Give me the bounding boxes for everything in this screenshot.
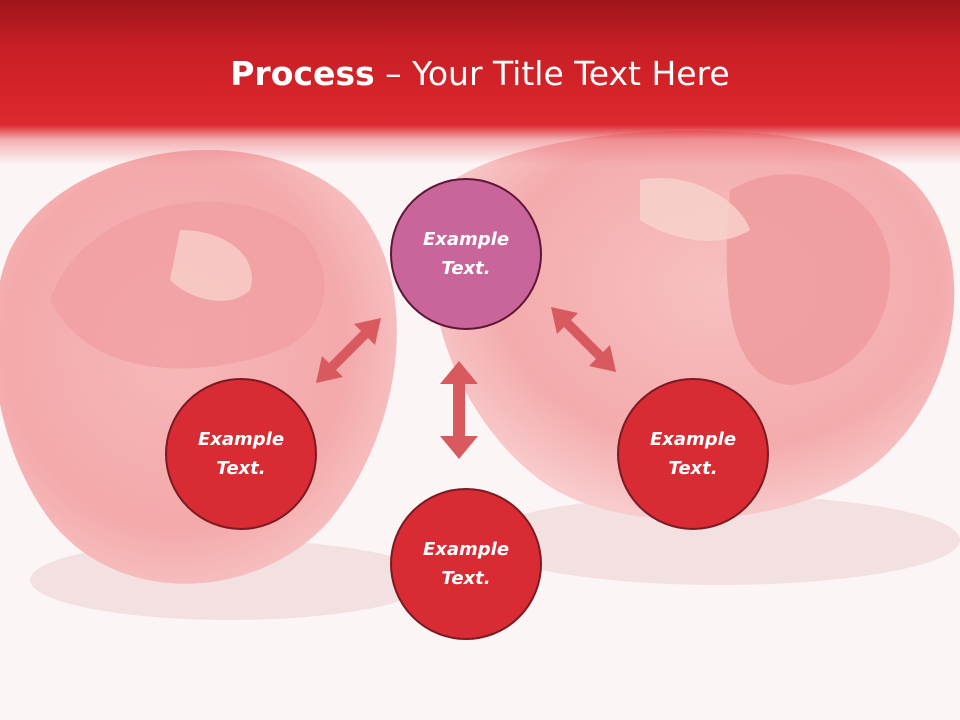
process-circle-top[interactable]: Example Text. [390,178,542,330]
process-circle-right[interactable]: Example Text. [617,378,769,530]
process-circle-bottom[interactable]: Example Text. [390,488,542,640]
process-circle-left[interactable]: Example Text. [165,378,317,530]
title-bar: Process – Your Title Text Here [0,0,960,165]
slide-title[interactable]: Process – Your Title Text Here [0,52,960,96]
circle-text: Example Text. [649,429,737,479]
circle-text: Example Text. [197,429,285,479]
title-bold-text: Process [230,54,375,93]
circle-text: Example Text. [422,229,510,279]
title-rest-text: – Your Title Text Here [374,54,730,93]
circle-text: Example Text. [422,539,510,589]
